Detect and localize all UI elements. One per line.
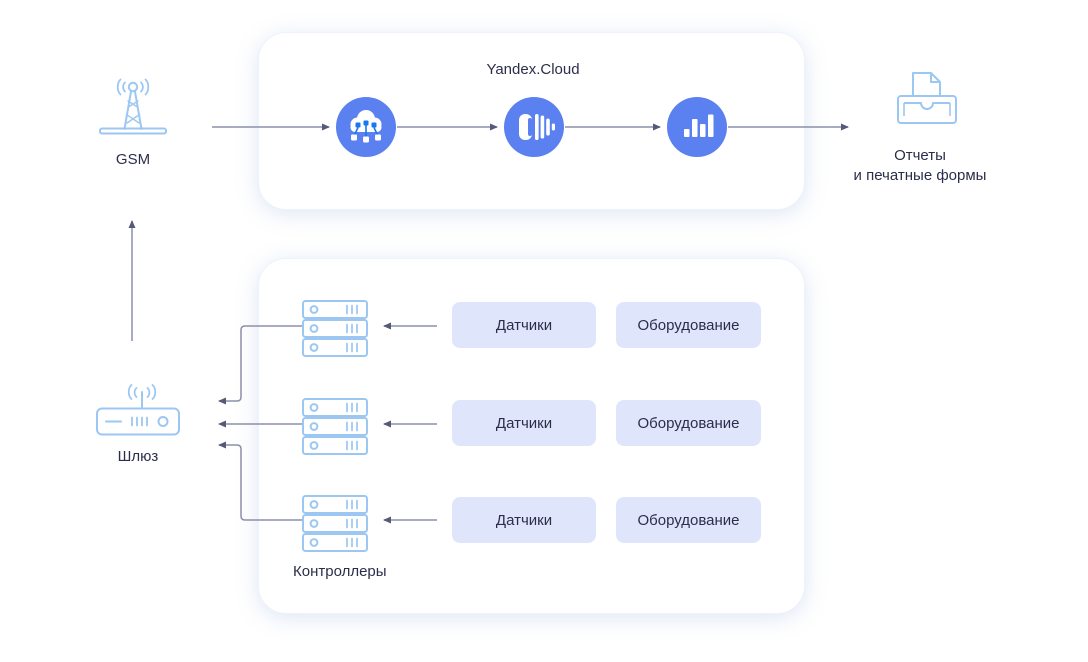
- controller-node: [302, 495, 368, 557]
- sensors-box: Датчики: [452, 400, 596, 446]
- controllers-label: Контроллеры: [293, 563, 387, 580]
- iot-core-icon: [336, 97, 396, 157]
- gsm-tower-icon: [99, 78, 167, 135]
- equipment-box: Оборудование: [616, 400, 761, 446]
- controller-node: [302, 398, 368, 460]
- reports-node: [892, 70, 962, 131]
- gateway-node: [95, 382, 181, 443]
- router-icon: [96, 384, 180, 436]
- controller-node: [302, 300, 368, 362]
- functions-icon: [504, 97, 564, 157]
- reports-label: Отчеты и печатные формы: [825, 146, 1015, 186]
- reports-label-line2: и печатные формы: [853, 167, 987, 184]
- gateway-label: Шлюз: [117, 448, 159, 465]
- sensors-box: Датчики: [452, 302, 596, 348]
- server-stack-icon: [302, 398, 368, 455]
- sensors-box: Датчики: [452, 497, 596, 543]
- analytics-node: [667, 97, 727, 157]
- reports-label-line1: Отчеты: [894, 147, 946, 164]
- cloud-card-title: Yandex.Cloud: [486, 61, 580, 78]
- gsm-label: GSM: [115, 151, 151, 168]
- iot-core-node: [336, 97, 396, 157]
- gsm-node: [97, 78, 169, 141]
- processing-node: [504, 97, 564, 157]
- bar-chart-icon: [667, 97, 727, 157]
- printer-icon: [897, 72, 957, 124]
- equipment-box: Оборудование: [616, 497, 761, 543]
- equipment-box: Оборудование: [616, 302, 761, 348]
- server-stack-icon: [302, 495, 368, 552]
- server-stack-icon: [302, 300, 368, 357]
